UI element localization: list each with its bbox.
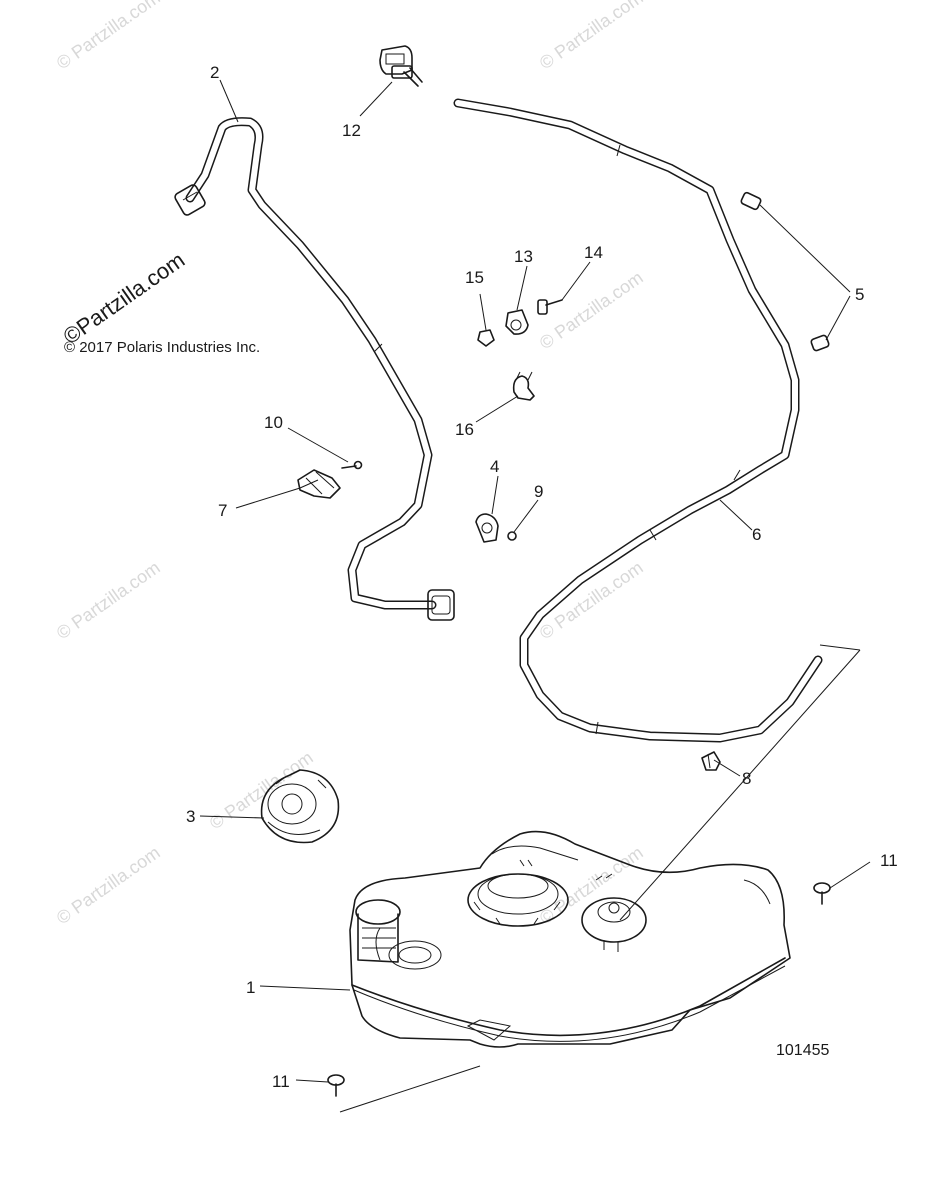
- callout-11a: 11: [880, 851, 898, 870]
- screw-part-11-right: [813, 882, 831, 905]
- fuel-hose-part-6: [373, 98, 823, 743]
- callout-5: 5: [855, 285, 864, 304]
- clip-part-7: [297, 469, 341, 499]
- watermark: © Partzilla.com: [536, 267, 647, 353]
- filler-neck: [355, 899, 442, 970]
- nut-part-9: [507, 531, 517, 541]
- callout-15: 15: [465, 268, 484, 287]
- fuel-cap-part-3: [260, 769, 340, 844]
- callout-8: 8: [742, 769, 751, 788]
- bolt-part-14: [537, 299, 563, 315]
- vent-hose-part-2: [174, 117, 455, 621]
- clamp-part-4: [475, 513, 499, 543]
- callout-11b: 11: [272, 1072, 290, 1091]
- clip-part-5: [740, 191, 830, 352]
- fuel-pump-lock-ring: [467, 873, 569, 927]
- callout-1: 1: [246, 978, 255, 997]
- vent-valve: [581, 897, 647, 952]
- callout-2: 2: [210, 63, 219, 82]
- watermark: © Partzilla.com: [53, 0, 164, 73]
- callout-9: 9: [534, 482, 543, 501]
- vent-hose-elbow-fitting: [427, 589, 455, 621]
- callout-13: 13: [514, 247, 533, 266]
- callout-10: 10: [264, 413, 283, 432]
- callout-14: 14: [584, 243, 603, 262]
- callout-6: 6: [752, 525, 761, 544]
- callout-16: 16: [455, 420, 474, 439]
- vent-hose-end-fitting: [174, 184, 206, 216]
- nut-part-15: [477, 329, 495, 347]
- callout-7: 7: [218, 501, 227, 520]
- screw-part-11-left: [327, 1074, 345, 1097]
- clamp-part-13: [505, 309, 529, 335]
- watermark: © Partzilla.com: [536, 842, 647, 928]
- watermark: © Partzilla.com: [53, 842, 164, 928]
- bracket-part-16: [512, 371, 535, 401]
- clip-part-8: [701, 751, 721, 771]
- bolt-part-10: [341, 460, 363, 470]
- watermark: © Partzilla.com: [53, 557, 164, 643]
- partzilla-brand: ©Partzilla.com: [59, 247, 190, 349]
- callout-4: 4: [490, 457, 499, 476]
- callout-labels: 2 12 5 13 14 15 16 10 7 4 9 6 8 3 11 1 1…: [186, 63, 898, 1091]
- leader-lines: [199, 79, 871, 1113]
- figure-number: 101455: [776, 1042, 829, 1059]
- connector-part-12: [379, 45, 423, 87]
- callout-12: 12: [342, 121, 361, 140]
- watermark: © Partzilla.com: [206, 747, 317, 833]
- callout-3: 3: [186, 807, 195, 826]
- copyright-notice: © 2017 Polaris Industries Inc.: [64, 339, 260, 356]
- watermark: © Partzilla.com: [536, 0, 647, 73]
- fuel-tank-part-1: [349, 830, 791, 1048]
